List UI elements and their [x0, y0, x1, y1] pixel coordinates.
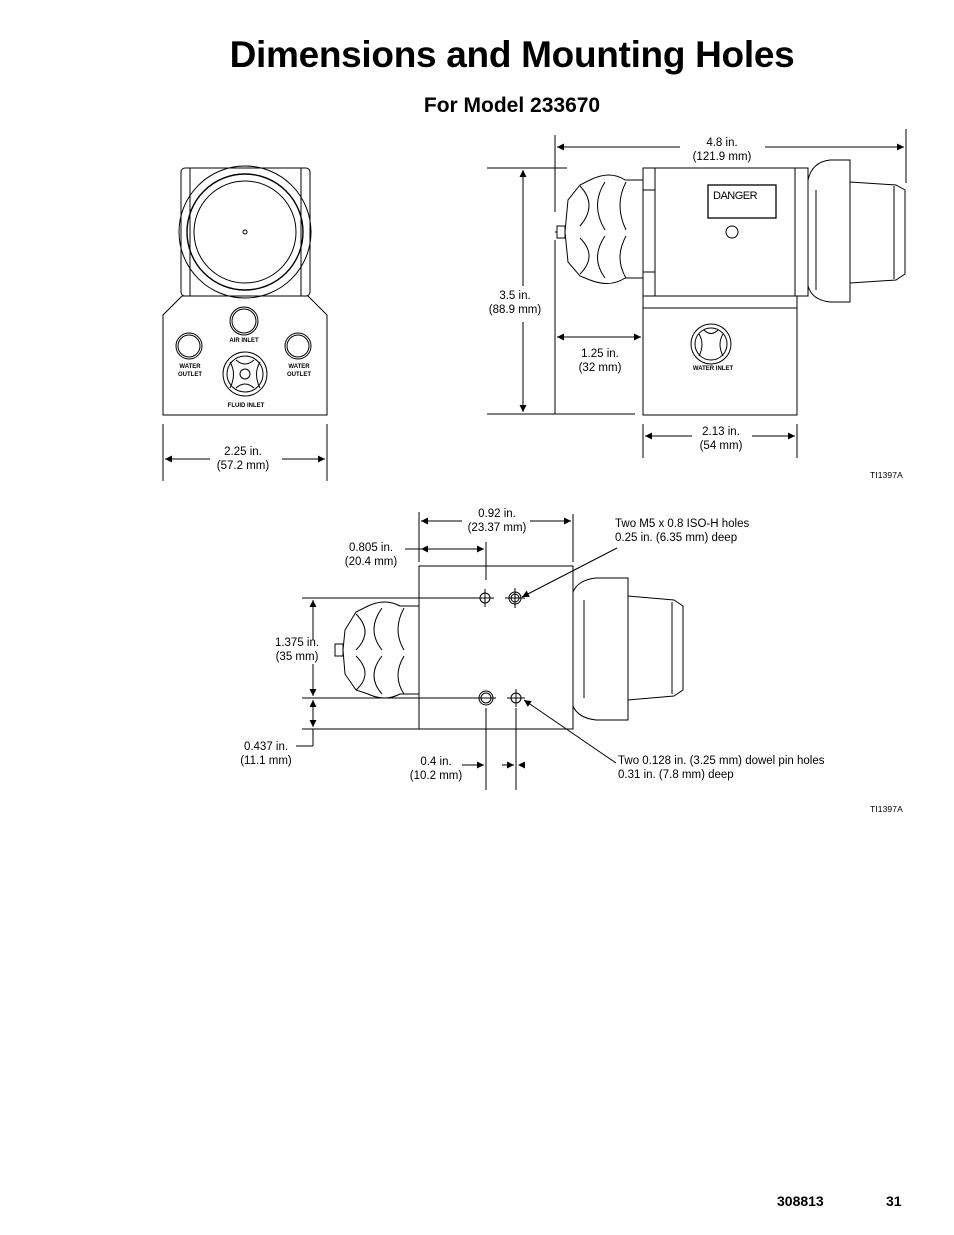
mounting-view-drawing [334, 565, 684, 730]
dim-2-25: 2.25 in.(57.2 mm) [216, 446, 270, 472]
air-inlet-label: AIR INLET [229, 338, 259, 344]
front-width-dimension [162, 424, 328, 481]
page-number: 31 [886, 1193, 902, 1209]
dim-0-4: 0.4 in.(10.2 mm) [409, 756, 463, 782]
dim-1-375: 1.375 in.(35 mm) [274, 637, 320, 663]
dim-0-437: 0.437 in.(11.1 mm) [240, 741, 292, 767]
dim-0-92: 0.92 in.(23.37 mm) [467, 508, 527, 534]
side-view-dimensions [487, 129, 907, 458]
dim-4-8: 4.8 in.(121.9 mm) [692, 137, 752, 163]
front-view-drawing [162, 165, 328, 416]
figure-ref-2: TI1397A [870, 804, 903, 814]
figure-ref-1: TI1397A [870, 470, 903, 480]
fluid-inlet-label: FLUID INLET [227, 403, 265, 409]
page-subtitle: For Model 233670 [423, 94, 601, 117]
dim-0-805: 0.805 in.(20.4 mm) [344, 542, 398, 568]
page-title: Dimensions and Mounting Holes [229, 34, 795, 75]
water-inlet-label: WATER INLET [692, 366, 734, 372]
dim-1-25: 1.25 in.(32 mm) [578, 348, 622, 374]
side-view-drawing [555, 159, 906, 416]
doc-number: 308813 [777, 1193, 824, 1209]
mounting-view-dimensions [296, 512, 618, 790]
danger-label: DANGER [713, 190, 758, 202]
dim-3-5: 3.5 in.(88.9 mm) [488, 290, 542, 316]
dim-2-13: 2.13 in.(54 mm) [699, 426, 743, 452]
